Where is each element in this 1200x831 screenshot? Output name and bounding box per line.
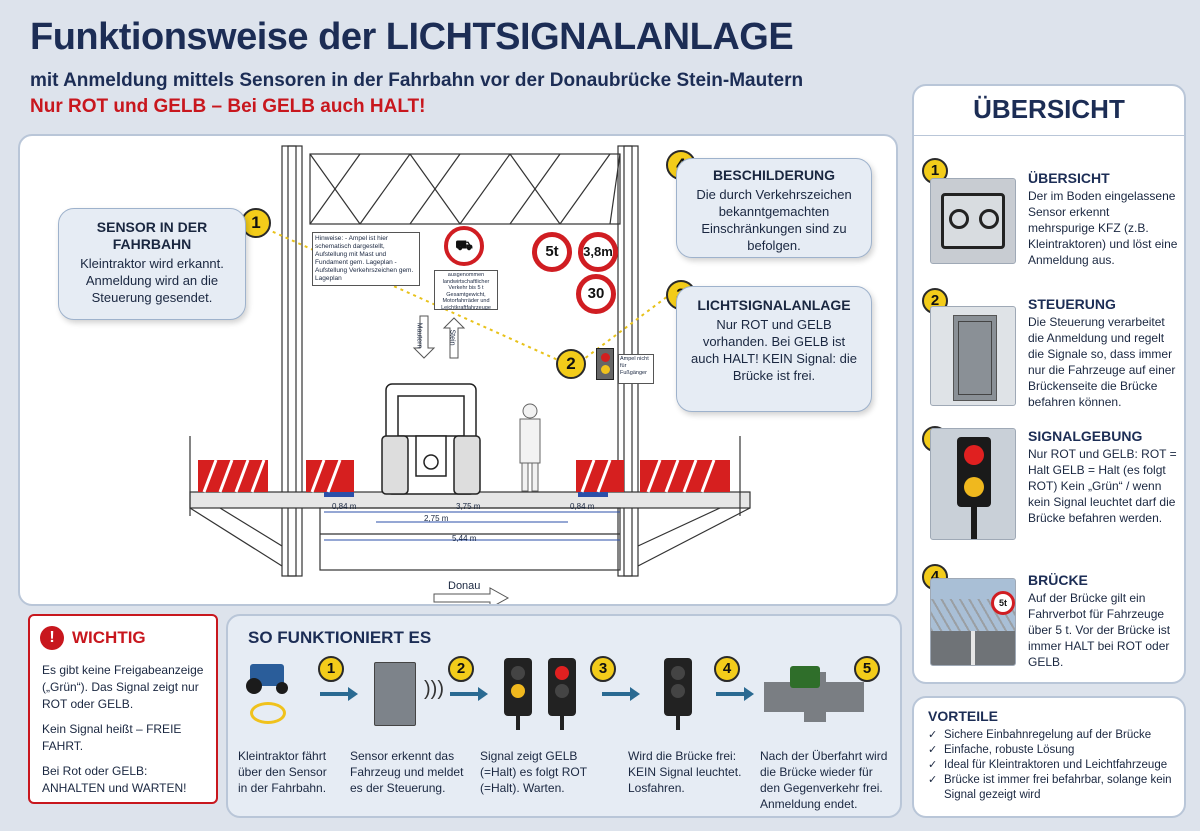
bridge-image: 5t bbox=[930, 578, 1016, 666]
overview-text-2: Die Steuerung verarbeitet die Anmeldung … bbox=[1028, 315, 1176, 409]
green-tractor-icon bbox=[790, 666, 820, 688]
callout-beschilderung-title: BESCHILDERUNG bbox=[712, 167, 836, 183]
callout-sensor-title: SENSOR IN DER FAHRBAHN bbox=[96, 219, 208, 252]
overview-heading-4: BRÜCKE bbox=[1028, 572, 1088, 588]
vorteile-panel: VORTEILE Sichere Einbahnregelung auf der… bbox=[912, 696, 1186, 818]
tractor-icon bbox=[246, 660, 296, 700]
callout-beschilderung-text: Die durch Verkehrszeichen bekanntgemacht… bbox=[696, 187, 852, 253]
bridge-weight-sign: 5t bbox=[991, 591, 1015, 615]
overview-text-3: Nur ROT und GELB: ROT = Halt GELB = Halt… bbox=[1028, 447, 1177, 525]
weight-limit-sign: 5t bbox=[532, 232, 572, 272]
ampel-note: Ampel nicht für Fußgänger bbox=[618, 354, 654, 384]
vorteile-title: VORTEILE bbox=[928, 708, 999, 724]
bridge-diagram-panel: Hinweise: - Ampel ist hier schematisch d… bbox=[18, 134, 898, 606]
vorteile-item: Ideal für Kleintraktoren und Leichtfahrz… bbox=[928, 758, 1184, 773]
controller-image bbox=[930, 306, 1016, 406]
arrow-icon bbox=[716, 687, 754, 701]
pole-icon bbox=[516, 716, 520, 730]
step-number-2: 2 bbox=[448, 656, 474, 682]
river-label: Donau bbox=[448, 580, 481, 592]
dim-right: 0,84 m bbox=[570, 502, 595, 511]
bridge-cross-section bbox=[189, 145, 751, 604]
steps-title: SO FUNKTIONIERT ES bbox=[248, 628, 432, 647]
pole-icon bbox=[560, 716, 564, 730]
arrow-icon bbox=[450, 687, 488, 701]
step-text-1: Kleintraktor fährt über den Sensor in de… bbox=[238, 749, 327, 795]
vorteile-item: Sichere Einbahnregelung auf der Brücke bbox=[928, 728, 1184, 743]
marker-2: 2 bbox=[556, 349, 586, 379]
arrow-icon bbox=[320, 687, 358, 701]
dim-left: 0,84 m bbox=[332, 502, 357, 511]
wichtig-title: WICHTIG bbox=[72, 628, 146, 647]
dim-total: 5,44 m bbox=[452, 534, 477, 543]
vorteile-item: Einfache, robuste Lösung bbox=[928, 743, 1184, 758]
alert-icon: ! bbox=[40, 626, 64, 650]
arrow-icon bbox=[602, 687, 640, 701]
dim-center: 3,75 m bbox=[456, 502, 481, 511]
signal-waves-icon: ))) bbox=[424, 678, 444, 700]
vorteile-item: Brücke ist immer frei befahrbar, solange… bbox=[928, 773, 1184, 803]
no-vehicles-sign-icon: ⛟ bbox=[444, 226, 484, 266]
step-text-2: Sensor erkennt das Fahrzeug und meldet e… bbox=[350, 749, 464, 795]
sign-note: ausgenommen landwirtschaftlicher Verkehr… bbox=[434, 270, 498, 311]
dir-stein: Stein bbox=[448, 329, 456, 346]
controller-cabinet-icon bbox=[374, 662, 416, 726]
step-text-4: Wird die Brücke frei: KEIN Signal leucht… bbox=[628, 749, 742, 795]
step-number-5: 5 bbox=[854, 656, 880, 682]
hinweis-box: Hinweise: - Ampel ist hier schematisch d… bbox=[312, 232, 420, 286]
sensor-image bbox=[930, 178, 1016, 264]
signal-image bbox=[930, 428, 1016, 540]
callout-lsa-title: LICHTSIGNALANLAGE bbox=[697, 297, 851, 313]
overview-text-1: Der im Boden eingelassene Sensor erkennt… bbox=[1028, 189, 1178, 267]
overview-text-4: Auf der Brücke gilt ein Fahrverbot für F… bbox=[1028, 591, 1171, 669]
wichtig-box: ! WICHTIG Es gibt keine Freigabeanzeige … bbox=[28, 614, 218, 804]
vorteile-list: Sichere Einbahnregelung auf der Brücke E… bbox=[928, 728, 1184, 803]
callout-lichtsignalanlage: LICHTSIGNALANLAGE Nur ROT und GELB vorha… bbox=[676, 286, 872, 412]
overview-heading-2: STEUERUNG bbox=[1028, 296, 1116, 312]
overview-heading-3: SIGNALGEBUNG bbox=[1028, 428, 1143, 444]
height-limit-sign: 3,8m bbox=[578, 232, 618, 272]
traffic-light-red-icon bbox=[548, 658, 576, 716]
steps-panel: SO FUNKTIONIERT ES 1 ))) 2 3 4 5 Kleintr… bbox=[226, 614, 902, 818]
wichtig-text-1: Es gibt keine Freigabeanzeige („Grün“). … bbox=[42, 663, 204, 711]
step-number-4: 4 bbox=[714, 656, 740, 682]
dim-inner: 2,75 m bbox=[424, 514, 449, 523]
wichtig-text-2: Kein Signal heißt – FREIE FAHRT. bbox=[42, 722, 182, 753]
dir-mautern: Mautern bbox=[415, 322, 423, 349]
warning-line: Nur ROT und GELB – Bei GELB auch HALT! bbox=[30, 96, 426, 117]
traffic-light-icon bbox=[596, 348, 614, 380]
traffic-light-yellow-icon bbox=[504, 658, 532, 716]
step-text-5: Nach der Überfahrt wird die Brücke wiede… bbox=[760, 749, 888, 811]
callout-beschilderung: BESCHILDERUNG Die durch Verkehrszeichen … bbox=[676, 158, 872, 258]
wichtig-text-3: Bei Rot oder GELB: ANHALTEN und WARTEN! bbox=[42, 764, 187, 795]
page-title: Funktionsweise der LICHTSIGNALANLAGE bbox=[30, 16, 794, 58]
overview-heading-1: ÜBERSICHT bbox=[1028, 170, 1110, 186]
speed-limit-sign: 30 bbox=[576, 274, 616, 314]
step-text-3: Signal zeigt GELB (=Halt) es folgt ROT (… bbox=[480, 749, 587, 795]
page-subtitle: mit Anmeldung mittels Sensoren in der Fa… bbox=[30, 70, 804, 91]
step-number-1: 1 bbox=[318, 656, 344, 682]
callout-sensor-text: Kleintraktor wird erkannt. Anmeldung wir… bbox=[80, 256, 224, 305]
step-number-3: 3 bbox=[590, 656, 616, 682]
traffic-light-off-icon bbox=[664, 658, 692, 716]
sensor-icon bbox=[250, 702, 286, 724]
callout-sensor: SENSOR IN DER FAHRBAHN Kleintraktor wird… bbox=[58, 208, 246, 320]
callout-lsa-text: Nur ROT und GELB vorhanden. Bei GELB ist… bbox=[691, 317, 857, 383]
pole-icon bbox=[676, 716, 680, 730]
overview-title: ÜBERSICHT bbox=[912, 84, 1186, 136]
